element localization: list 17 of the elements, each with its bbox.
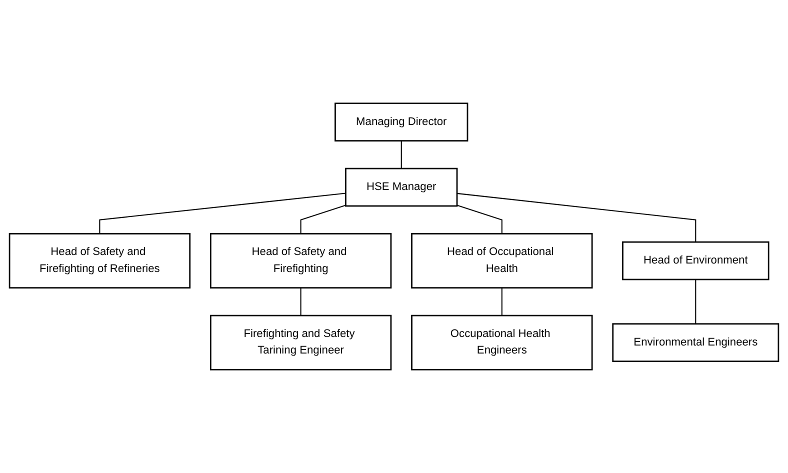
node-box: Head of Occupational Health xyxy=(411,233,593,288)
node-box: Firefighting and Safety Tarining Engineer xyxy=(210,314,392,370)
connector xyxy=(695,280,696,324)
connector xyxy=(456,192,696,242)
connector xyxy=(300,204,346,234)
node-box: Head of Environment xyxy=(622,241,770,280)
connector xyxy=(456,204,502,234)
connector xyxy=(300,288,302,316)
connector xyxy=(501,288,502,316)
connector xyxy=(400,140,402,169)
node-box: Head of Safety and Firefighting of Refineries xyxy=(8,233,191,288)
node-box: Head of Safety and Firefighting xyxy=(210,233,392,288)
node-box: Managing Director xyxy=(334,102,468,142)
node-box: Environmental Engineers xyxy=(612,323,780,362)
node-box: HSE Manager xyxy=(345,168,458,207)
node-box: Occupational Health Engineers xyxy=(411,314,593,370)
connector xyxy=(99,192,346,234)
